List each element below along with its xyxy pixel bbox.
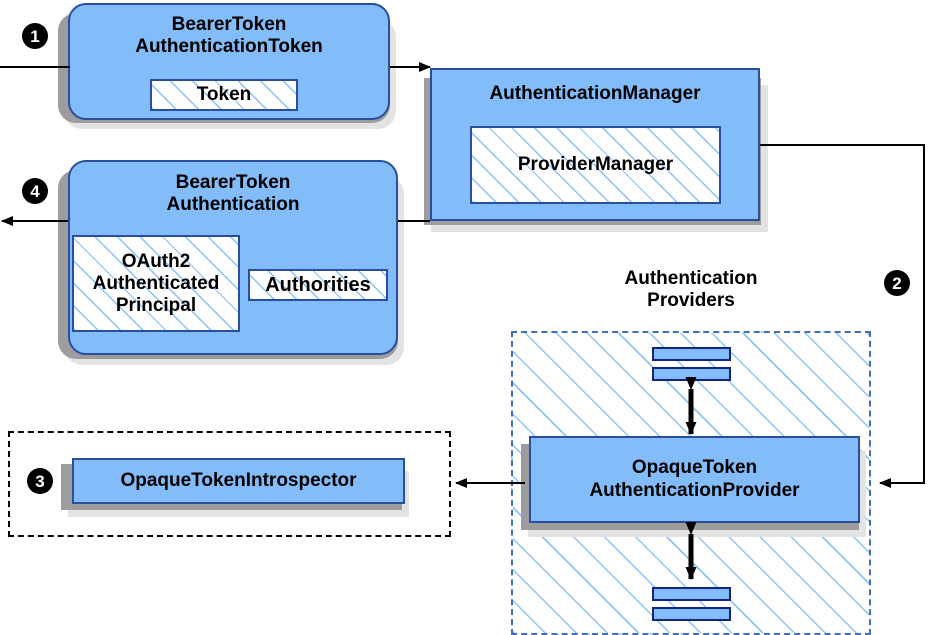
inner-provider-manager-label: ProviderManager bbox=[517, 154, 674, 175]
oauth2-principal-line2: Authenticated bbox=[92, 272, 220, 294]
step-marker-4: 4 bbox=[22, 178, 48, 204]
inner-token[interactable]: Token bbox=[150, 79, 298, 111]
inner-oauth2-authenticated-principal[interactable]: OAuth2 Authenticated Principal bbox=[72, 235, 240, 332]
provider-stack-top-bar-1 bbox=[652, 347, 731, 361]
step-marker-3-label: 3 bbox=[35, 471, 45, 491]
inner-authorities[interactable]: Authorities bbox=[248, 269, 388, 301]
oauth2-principal-line1: OAuth2 bbox=[121, 250, 191, 272]
opaque-token-introspector-title: OpaqueTokenIntrospector bbox=[120, 469, 357, 491]
inner-provider-manager[interactable]: ProviderManager bbox=[470, 126, 721, 204]
provider-stack-top-bar-2 bbox=[652, 367, 731, 381]
inner-authorities-label: Authorities bbox=[265, 273, 371, 296]
step-marker-1-label: 1 bbox=[30, 26, 40, 46]
bearer-token-authentication-title-line1: BearerToken bbox=[175, 172, 291, 193]
step-marker-3: 3 bbox=[27, 468, 53, 494]
step-marker-2-label: 2 bbox=[892, 273, 902, 293]
opaque-token-authentication-provider-title-line2: AuthenticationProvider bbox=[589, 479, 800, 501]
step-marker-2: 2 bbox=[884, 270, 910, 296]
opaque-token-introspector-group bbox=[8, 431, 451, 537]
provider-stack-bottom-bar-2 bbox=[652, 607, 731, 621]
node-opaque-token-introspector[interactable]: OpaqueTokenIntrospector bbox=[72, 458, 405, 504]
step-marker-1: 1 bbox=[22, 23, 48, 49]
bearer-token-authentication-token-title-line2: AuthenticationToken bbox=[135, 36, 323, 58]
authentication-providers-label-line2: Providers bbox=[647, 289, 735, 311]
opaque-token-authentication-provider-title-line1: OpaqueToken bbox=[631, 457, 758, 479]
authentication-providers-label: Authentication Providers bbox=[571, 268, 811, 312]
authentication-manager-title: AuthenticationManager bbox=[489, 83, 701, 104]
node-opaque-token-authentication-provider[interactable]: OpaqueToken AuthenticationProvider bbox=[529, 436, 860, 523]
bearer-token-authentication-title-line2: Authentication bbox=[166, 194, 300, 216]
provider-stack-bottom-bar-1 bbox=[652, 587, 731, 601]
step-marker-4-label: 4 bbox=[30, 181, 40, 201]
inner-token-label: Token bbox=[196, 84, 252, 105]
authentication-providers-label-line1: Authentication bbox=[624, 268, 758, 289]
bearer-token-authentication-token-title-line1: BearerToken bbox=[171, 14, 287, 35]
oauth2-principal-line3: Principal bbox=[115, 294, 197, 316]
